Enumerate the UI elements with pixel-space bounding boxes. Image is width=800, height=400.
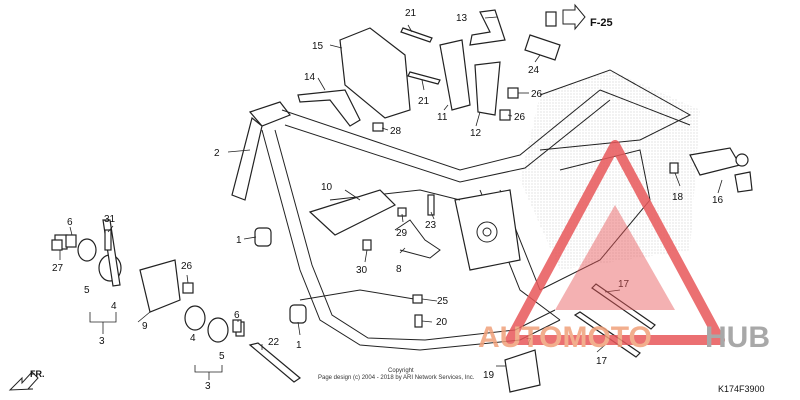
part-27-nut[interactable]: [51, 239, 63, 251]
callout-27: 27: [52, 263, 64, 274]
part-9-band[interactable]: [139, 259, 181, 313]
callout-17: 17: [596, 356, 608, 367]
front-direction-arrow: FR.: [8, 369, 45, 391]
part-14-bracket[interactable]: [297, 89, 361, 127]
part-21-bolt-a[interactable]: [400, 27, 433, 43]
drawing-code: K174F3900: [718, 384, 765, 394]
part-25-nut[interactable]: [412, 294, 423, 304]
part-15-plate[interactable]: [339, 27, 411, 119]
watermark-text-automoto: AUTOMOTO: [478, 321, 652, 354]
part-26-nut-c[interactable]: [182, 282, 194, 294]
part-13-bracket[interactable]: [469, 9, 506, 46]
part-31-bolt[interactable]: [104, 229, 112, 251]
callout-26: 26: [514, 112, 526, 123]
callout-1: 1: [296, 340, 302, 351]
callout-29: 29: [396, 228, 408, 239]
callout-21: 21: [418, 96, 430, 107]
callout-9: 9: [142, 321, 148, 332]
mount-right[interactable]: [184, 305, 302, 383]
part-1-bush-b[interactable]: [289, 304, 307, 324]
callout-4: 4: [190, 333, 196, 344]
copyright-title: Copyright: [388, 368, 414, 374]
callout-14: 14: [304, 72, 316, 83]
direction-label: FR.: [30, 369, 45, 379]
callout-21: 21: [405, 8, 417, 19]
callout-3: 3: [205, 381, 211, 392]
part-16-lock-set[interactable]: [689, 147, 753, 193]
part-12-bracket[interactable]: [474, 61, 501, 116]
callout-20: 20: [436, 317, 448, 328]
part-17-bolt-a[interactable]: [591, 283, 656, 330]
callout-28: 28: [390, 126, 402, 137]
part-26-nut-a[interactable]: [507, 87, 519, 99]
watermark: AUTOMOTO HUB: [478, 140, 770, 354]
part-20-bolt[interactable]: [414, 314, 423, 328]
callout-25: 25: [437, 296, 449, 307]
callout-10: 10: [321, 182, 333, 193]
callout-31: 31: [104, 214, 116, 225]
part-8-spring[interactable]: [394, 219, 441, 259]
callout-30: 30: [356, 265, 368, 276]
part-19-bracket[interactable]: [504, 349, 541, 393]
reference-arrow[interactable]: F-25: [562, 3, 613, 31]
callout-5: 5: [219, 351, 225, 362]
part-21-bolt-b[interactable]: [407, 71, 441, 85]
callout-18: 18: [672, 192, 684, 203]
callout-22: 22: [268, 337, 280, 348]
callout-15: 15: [312, 41, 324, 52]
callout-11: 11: [437, 112, 448, 123]
callout-labels: 1 1 2 3 3 4 4 5 5 6 6 7 8 9 10 11 12 13 …: [52, 8, 724, 392]
callout-4: 4: [111, 301, 117, 312]
callout-3: 3: [99, 336, 105, 347]
callout-26: 26: [531, 89, 543, 100]
leader-lines: [59, 16, 723, 367]
callout-16: 16: [712, 195, 724, 206]
copyright-text: Page design (c) 2004 - 2018 by ARI Netwo…: [318, 375, 475, 381]
callout-17: 17: [618, 279, 630, 290]
watermark-text-hub: HUB: [705, 321, 770, 354]
callout-13: 13: [456, 13, 468, 24]
reference-label: F-25: [590, 17, 613, 29]
callout-8: 8: [396, 264, 402, 275]
part-24-bracket[interactable]: [524, 34, 561, 61]
part-6-washer-b[interactable]: [232, 319, 242, 333]
part-1-bush-a[interactable]: [254, 227, 272, 247]
callout-19: 19: [483, 370, 495, 381]
callout-24: 24: [528, 65, 540, 76]
callout-1: 1: [236, 235, 242, 246]
callout-2: 2: [214, 148, 220, 159]
part-28-bolt[interactable]: [372, 122, 384, 132]
bolt-top[interactable]: [545, 11, 557, 27]
part-30-bolt[interactable]: [362, 239, 372, 251]
watermark-triangle-icon: [505, 140, 725, 345]
callout-6: 6: [67, 217, 73, 228]
callout-26: 26: [181, 261, 193, 272]
callout-6: 6: [234, 310, 240, 321]
part-6-washer-a[interactable]: [65, 234, 77, 248]
part-11-bracket[interactable]: [439, 39, 471, 111]
callout-23: 23: [425, 220, 437, 231]
part-23-bolt[interactable]: [427, 194, 435, 216]
group-brackets: [89, 312, 223, 380]
part-26-nut-b[interactable]: [499, 109, 511, 121]
callout-5: 5: [84, 285, 90, 296]
main-frame[interactable]: [231, 69, 692, 351]
part-18-bolt[interactable]: [669, 162, 679, 174]
part-10-bracket[interactable]: [308, 189, 397, 236]
callout-12: 12: [470, 128, 482, 139]
